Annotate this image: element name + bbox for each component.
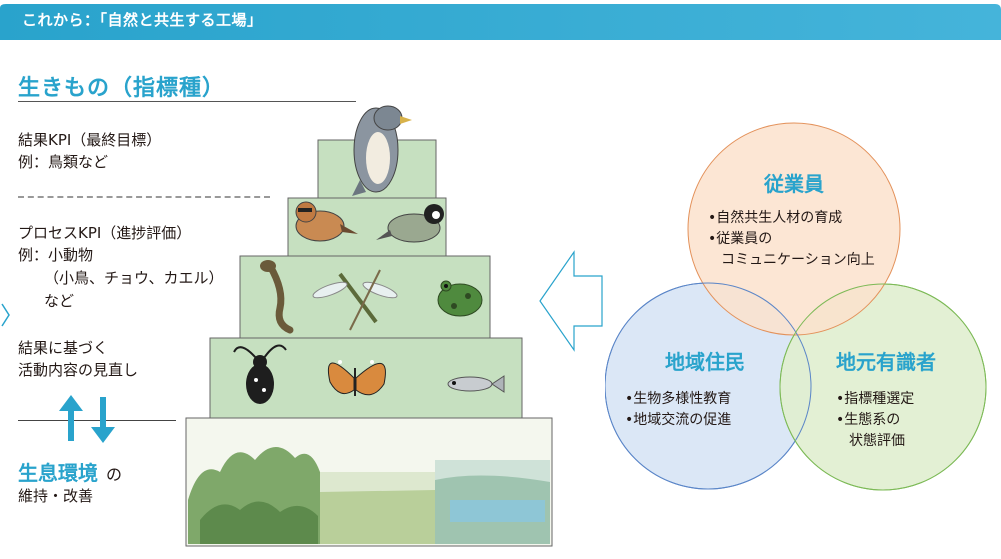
result-kpi-label: 結果KPI（最終目標） [18, 131, 162, 149]
residents-title: 地域住民 [665, 350, 745, 374]
process-kpi-example: 例：小動物 [18, 246, 94, 264]
habitat-subtitle: 維持・改善 [18, 487, 94, 505]
review-line-1: 結果に基づく [18, 339, 109, 357]
stakeholder-venn-diagram [605, 122, 987, 491]
process-kpi-label: プロセスKPI（進捗評価） [18, 224, 192, 242]
process-kpi-etc: など [44, 292, 75, 310]
great-tit-illustration [376, 204, 444, 243]
habitat-base [185, 417, 553, 547]
killifish-illustration [447, 375, 505, 393]
indicator-species-pyramid [185, 105, 553, 547]
banner-title: これから：「自然と共生する工場」 [22, 11, 263, 29]
employees-bullet-2-cont: コミュニケーション向上 [721, 252, 875, 268]
experts-bullet-2: •生態系の [836, 412, 901, 428]
employees-bullet-1: •自然共生人材の育成 [708, 210, 843, 226]
employees-bullet-2: •従業員の [708, 231, 773, 247]
result-kpi-example: 例：鳥類など [18, 153, 109, 171]
feedback-divider [18, 420, 176, 421]
frog-illustration [437, 280, 483, 317]
section-divider [18, 101, 356, 102]
habitat-particle: の [106, 465, 123, 484]
longhorn-beetle-illustration [233, 344, 287, 404]
dashed-divider [18, 196, 270, 198]
experts-bullet-1: •指標種選定 [836, 391, 915, 407]
employees-title: 従業員 [764, 172, 824, 196]
feedback-arrows-icon [59, 395, 115, 443]
lizard-illustration [260, 260, 294, 334]
process-kpi-species: （小鳥、チョウ、カエル） [44, 269, 224, 287]
residents-bullet-2: •地域交流の促進 [625, 412, 732, 428]
title-banner [0, 4, 1001, 40]
dragonfly-illustration [312, 269, 398, 331]
review-line-2: 活動内容の見直し [18, 361, 139, 379]
experts-bullet-2-cont: 状態評価 [849, 433, 905, 449]
hawk-illustration [352, 105, 412, 196]
residents-bullet-1: •生物多様性教育 [625, 391, 732, 407]
experts-title: 地元有識者 [836, 350, 936, 374]
butterfly-illustration [328, 360, 386, 396]
left-edge-chevron-icon [1, 303, 10, 327]
shrike-illustration [295, 201, 358, 242]
habitat-title: 生息環境 [18, 461, 98, 485]
section-title: 生きもの（指標種） [18, 76, 226, 101]
influence-arrow-icon [539, 250, 603, 352]
